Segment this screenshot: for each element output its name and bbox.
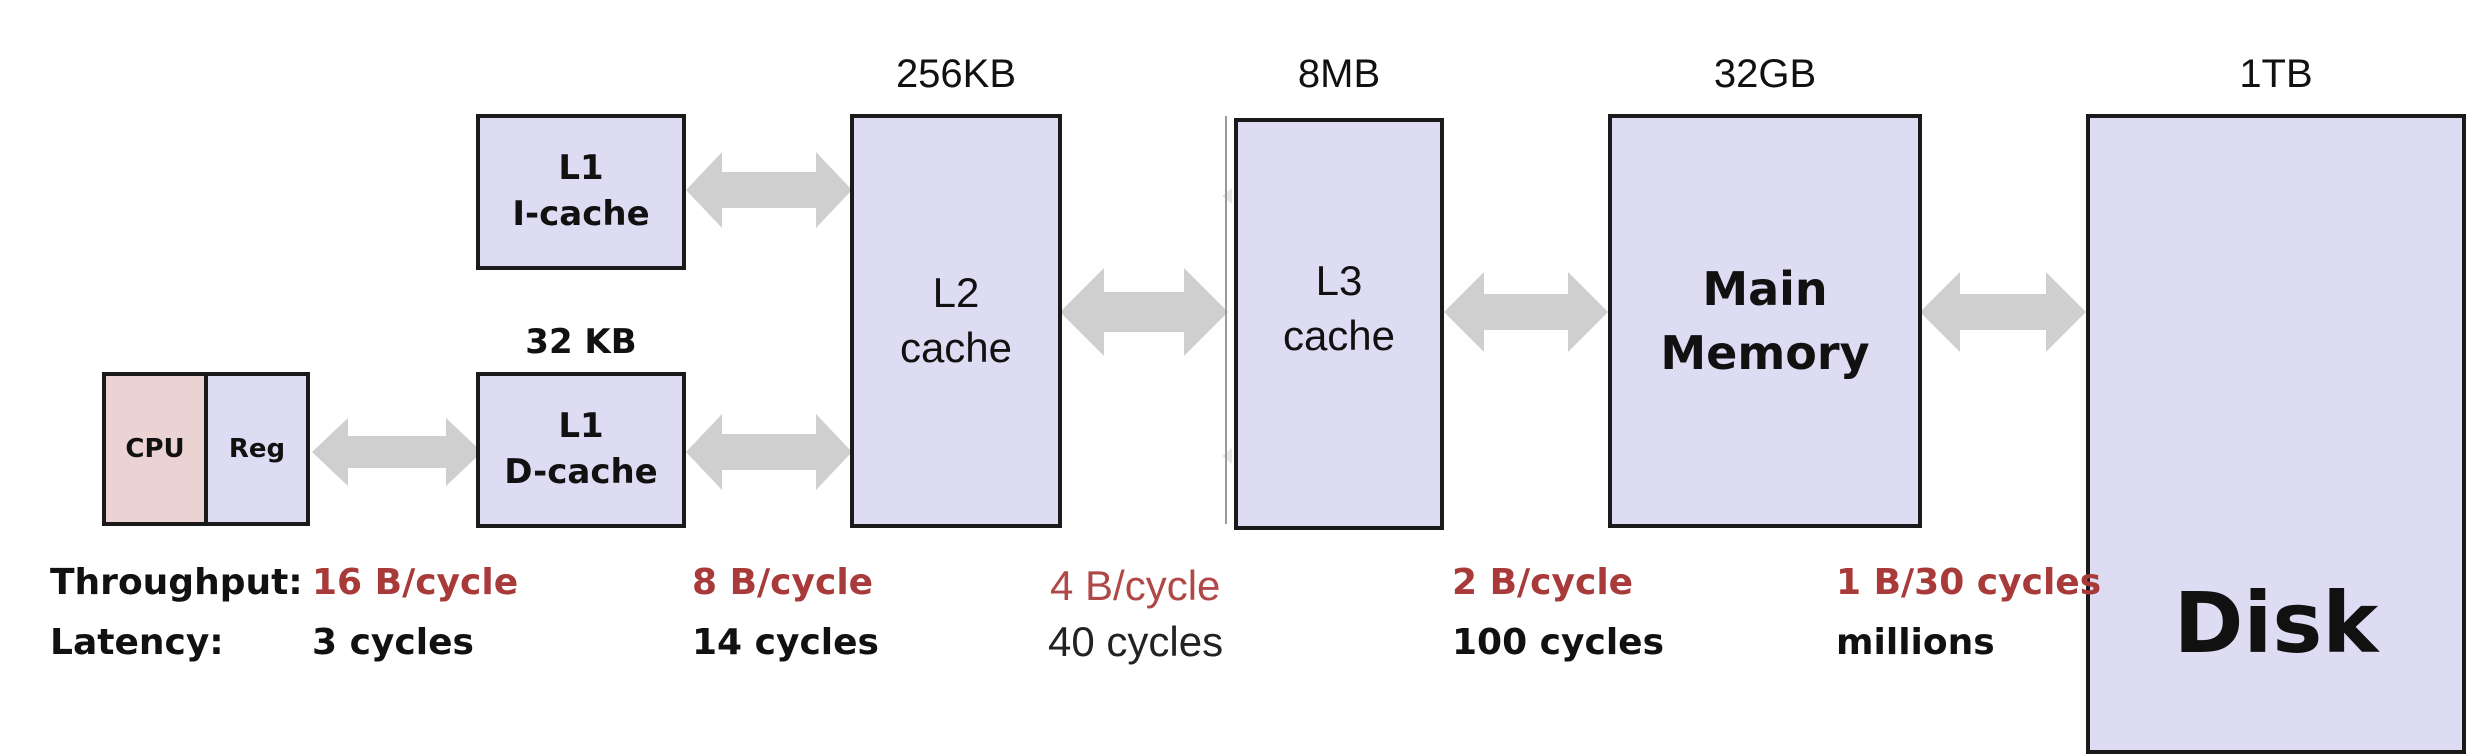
main-memory-size: 32GB: [1713, 52, 1817, 96]
disk-box: Disk: [2086, 114, 2466, 754]
arrow-l2-l3: [1060, 268, 1228, 356]
main-memory-label: Main Memory: [1660, 261, 1870, 380]
disk-label: Disk: [2173, 574, 2379, 672]
reg-label: Reg: [228, 434, 286, 464]
arrow-l1d-l2: [686, 414, 852, 490]
throughput-value: 8 B/cycle: [692, 562, 874, 603]
disk-size: 1TB: [2239, 52, 2313, 96]
cpu-label: CPU: [125, 434, 185, 464]
arrow-l1i-l2: [686, 152, 852, 228]
latency-value: millions: [1836, 622, 1995, 663]
arrow-main-disk: [1920, 272, 2086, 352]
l1-dcache-label: L1 D-cache: [504, 406, 658, 492]
reg-box: Reg: [204, 372, 310, 526]
cpu-box: CPU: [102, 372, 208, 526]
l3-size: 8MB: [1297, 52, 1381, 96]
throughput-value: 4 B/cycle: [1050, 562, 1221, 609]
l1-size: 32 KB: [525, 322, 637, 362]
latency-value: 40 cycles: [1048, 618, 1224, 665]
throughput-label: Throughput:: [50, 562, 303, 603]
l3-cache-label: L3 cache: [1282, 257, 1396, 359]
l2-cache-label: L2 cache: [899, 269, 1013, 371]
l1-icache-box: L1 I-cache: [476, 114, 686, 270]
connector-arrows: [312, 116, 2086, 524]
throughput-value: 16 B/cycle: [312, 562, 519, 603]
arrow-l3-main: [1444, 272, 1608, 352]
throughput-value: 1 B/30 cycles: [1836, 562, 2102, 603]
latency-value: 100 cycles: [1452, 622, 1665, 663]
latency-value: 14 cycles: [692, 622, 879, 663]
l1-dcache-box: L1 D-cache: [476, 372, 686, 528]
throughput-value: 2 B/cycle: [1452, 562, 1634, 603]
l3-cache-box: L3 cache: [1234, 118, 1444, 530]
latency-value: 3 cycles: [312, 622, 474, 663]
l2-cache-box: L2 cache: [850, 114, 1062, 528]
l2-size: 256KB: [895, 52, 1017, 96]
arrow-reg-l1d: [312, 418, 482, 486]
l1-icache-label: L1 I-cache: [512, 148, 650, 234]
main-memory-box: Main Memory: [1608, 114, 1922, 528]
latency-label: Latency:: [50, 622, 224, 663]
